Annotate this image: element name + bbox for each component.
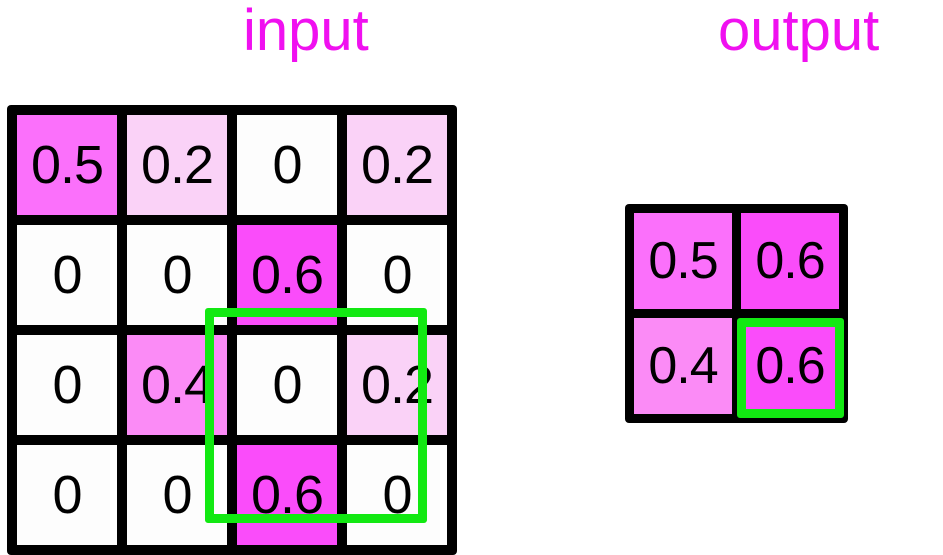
input-cell-r3c1: 0: [17, 335, 117, 435]
output-cell-r2c1: 0.4: [634, 318, 732, 414]
input-cell-r2c1: 0: [17, 225, 117, 325]
input-cell-r4c1: 0: [17, 445, 117, 545]
input-cell-r1c3: 0: [237, 115, 337, 215]
output-cell-r1c2: 0.6: [741, 213, 839, 309]
input-cell-r4c3: 0.6: [237, 445, 337, 545]
input-cell-r2c3: 0.6: [237, 225, 337, 325]
input-cell-r4c2: 0: [127, 445, 227, 545]
output-grid: 0.5 0.6 0.4 0.6: [625, 204, 848, 423]
output-label: output: [718, 0, 880, 63]
input-cell-r3c3: 0: [237, 335, 337, 435]
input-label: input: [243, 0, 369, 63]
output-cell-r2c2: 0.6: [741, 318, 839, 414]
input-cell-r2c4: 0: [347, 225, 447, 325]
input-cell-r2c2: 0: [127, 225, 227, 325]
input-cell-r3c2: 0.4: [127, 335, 227, 435]
input-grid: 0.5 0.2 0 0.2 0 0 0.6 0 0 0.4 0 0.2 0 0 …: [7, 105, 457, 555]
output-cell-r1c1: 0.5: [634, 213, 732, 309]
input-cell-r1c2: 0.2: [127, 115, 227, 215]
input-cell-r1c4: 0.2: [347, 115, 447, 215]
input-cell-r3c4: 0.2: [347, 335, 447, 435]
input-cell-r4c4: 0: [347, 445, 447, 545]
input-cell-r1c1: 0.5: [17, 115, 117, 215]
